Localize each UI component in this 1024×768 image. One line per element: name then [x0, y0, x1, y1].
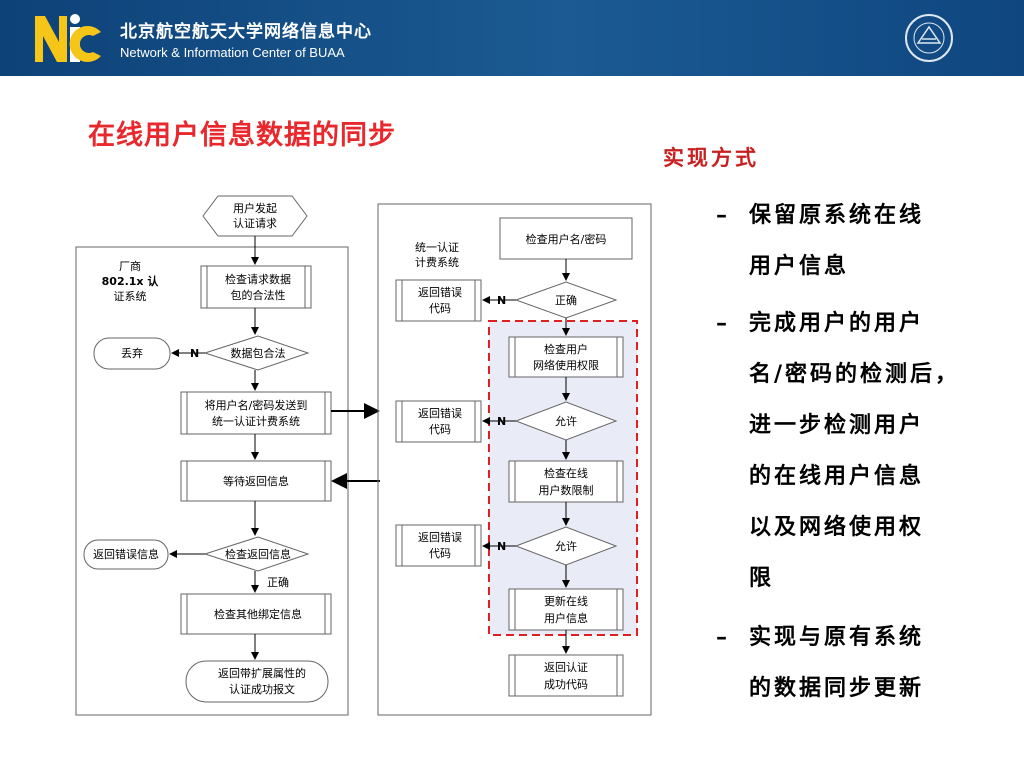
svg-text:代码: 代码 — [429, 547, 451, 560]
svg-text:代码: 代码 — [429, 302, 451, 315]
svg-text:检查用户: 检查用户 — [544, 342, 588, 356]
check-other-binding-step — [180, 593, 332, 635]
svg-text:返回错误: 返回错误 — [418, 530, 462, 544]
svg-text:返回错误: 返回错误 — [418, 406, 462, 420]
org-name-cn: 北京航空航天大学网络信息中心 — [120, 22, 372, 42]
allow-decision-2 — [514, 526, 618, 566]
svg-text:正确: 正确 — [555, 294, 577, 307]
update-online-info-step — [508, 588, 624, 631]
svg-text:计费系统: 计费系统 — [415, 256, 459, 269]
vendor-system-label-2: 802.1x 认 — [102, 274, 160, 288]
credentials-correct-decision — [514, 281, 618, 319]
vendor-system-label-3: 证系统 — [114, 290, 147, 303]
svg-text:数据包合法: 数据包合法 — [231, 346, 286, 360]
error-code-2 — [395, 400, 482, 443]
start-auth-request — [202, 195, 308, 237]
svg-text:统一认证: 统一认证 — [415, 241, 459, 254]
svg-text:N: N — [497, 415, 506, 428]
svg-text:统一认证计费系统: 统一认证计费系统 — [212, 415, 300, 428]
wait-reply-step — [180, 460, 332, 502]
svg-text:网络使用权限: 网络使用权限 — [533, 358, 599, 372]
header-banner: 北京航空航天大学网络信息中心 Network & Information Cen… — [0, 0, 1024, 76]
check-credentials-step — [499, 217, 633, 260]
discard-terminal — [93, 337, 171, 370]
error-code-1 — [395, 279, 482, 322]
return-success-code-step — [508, 654, 624, 697]
vendor-system-label-1: 厂商 — [119, 259, 141, 273]
svg-text:检查请求数据: 检查请求数据 — [225, 272, 291, 286]
svg-text:返回认证: 返回认证 — [544, 661, 588, 674]
svg-text:用户发起: 用户发起 — [233, 201, 277, 215]
slide-title: 在线用户信息数据的同步 — [88, 120, 396, 151]
svg-text:代码: 代码 — [429, 423, 451, 436]
svg-text:允许: 允许 — [555, 539, 577, 553]
error-code-3 — [395, 524, 482, 567]
svg-text:检查用户名/密码: 检查用户名/密码 — [526, 232, 607, 246]
org-name-en: Network & Information Center of BUAA — [120, 45, 345, 60]
university-seal-icon — [905, 14, 953, 62]
unified-billing-frame — [377, 203, 652, 716]
svg-text:丢弃: 丢弃 — [121, 346, 143, 360]
svg-text:用户信息: 用户信息 — [544, 611, 588, 625]
svg-text:返回带扩展属性的: 返回带扩展属性的 — [218, 666, 306, 680]
svg-text:返回错误信息: 返回错误信息 — [93, 547, 159, 561]
svg-text:认证请求: 认证请求 — [233, 217, 277, 230]
svg-text:N: N — [190, 347, 199, 360]
svg-text:将用户名/密码发送到: 将用户名/密码发送到 — [205, 398, 308, 412]
svg-text:等待返回信息: 等待返回信息 — [223, 474, 289, 488]
svg-text:成功代码: 成功代码 — [544, 678, 588, 691]
svg-text:N: N — [497, 294, 506, 307]
return-error-info-terminal — [83, 539, 169, 570]
svg-text:N: N — [497, 540, 506, 553]
method-heading: 实现方式 — [663, 145, 759, 170]
nic-logo-icon — [35, 14, 101, 63]
check-online-limit-step — [508, 460, 624, 503]
svg-text:用户数限制: 用户数限制 — [539, 483, 594, 497]
svg-text:认证成功报文: 认证成功报文 — [229, 682, 295, 696]
svg-text:检查返回信息: 检查返回信息 — [225, 547, 291, 561]
svg-text:检查在线: 检查在线 — [544, 466, 588, 480]
svg-text:更新在线: 更新在线 — [544, 594, 588, 608]
allow-decision-1 — [514, 401, 618, 441]
svg-text:包的合法性: 包的合法性 — [231, 288, 286, 302]
check-reply-decision — [203, 536, 310, 572]
svg-text:允许: 允许 — [555, 414, 577, 428]
packet-valid-decision — [203, 335, 310, 371]
svg-text:正确: 正确 — [267, 576, 289, 589]
return-success-terminal — [185, 660, 329, 703]
check-net-permission-step — [508, 336, 624, 378]
check-packet-validity — [200, 265, 312, 309]
svg-text:返回错误: 返回错误 — [418, 285, 462, 299]
send-credentials-step — [180, 391, 332, 435]
svg-text:检查其他绑定信息: 检查其他绑定信息 — [214, 607, 302, 621]
